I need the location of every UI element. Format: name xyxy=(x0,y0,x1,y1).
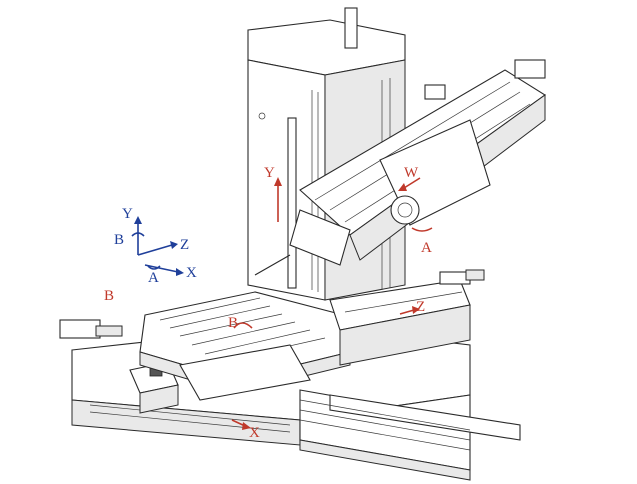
a-axis-label: A xyxy=(421,240,432,256)
x-axis-label: X xyxy=(249,425,260,441)
z-axis-label: Z xyxy=(416,299,425,315)
spindle-head xyxy=(254,59,546,276)
y-axis-arrowhead xyxy=(274,177,282,186)
coordinate-frame: Y Z X B A xyxy=(114,206,197,286)
z-axis-arrow xyxy=(399,309,415,315)
frame-b-rotation xyxy=(131,232,145,237)
z-axis-arrowhead xyxy=(412,306,420,314)
a-axis-rotation xyxy=(411,227,433,232)
frame-x-arrowhead xyxy=(176,268,184,276)
frame-a-rotation xyxy=(147,265,161,270)
w-axis-label: W xyxy=(404,165,419,181)
frame-a-label: A xyxy=(148,270,159,286)
w-axis-arrowhead xyxy=(398,183,407,191)
frame-z-arrowhead xyxy=(170,241,178,249)
b-axis-rotation xyxy=(233,322,253,329)
frame-z-label: Z xyxy=(180,237,189,253)
z-slide-base xyxy=(329,269,485,366)
frame-x-arrow xyxy=(144,264,179,273)
b-axis-label: B xyxy=(228,315,238,331)
frame-y-arrowhead xyxy=(134,216,142,224)
side-b-label: B xyxy=(104,288,114,304)
frame-x-label: X xyxy=(186,265,197,281)
w-axis-arrow xyxy=(403,177,421,189)
x-axis-arrowhead xyxy=(242,422,251,430)
machine-axis-markers: Y W A Z B X xyxy=(228,165,433,441)
rotary-table xyxy=(139,291,356,401)
frame-b-label: B xyxy=(114,232,124,248)
y-axis-label: Y xyxy=(264,165,275,181)
frame-z-arrow xyxy=(137,244,173,256)
frame-y-label: Y xyxy=(122,206,133,222)
x-guide-rails xyxy=(299,389,521,481)
